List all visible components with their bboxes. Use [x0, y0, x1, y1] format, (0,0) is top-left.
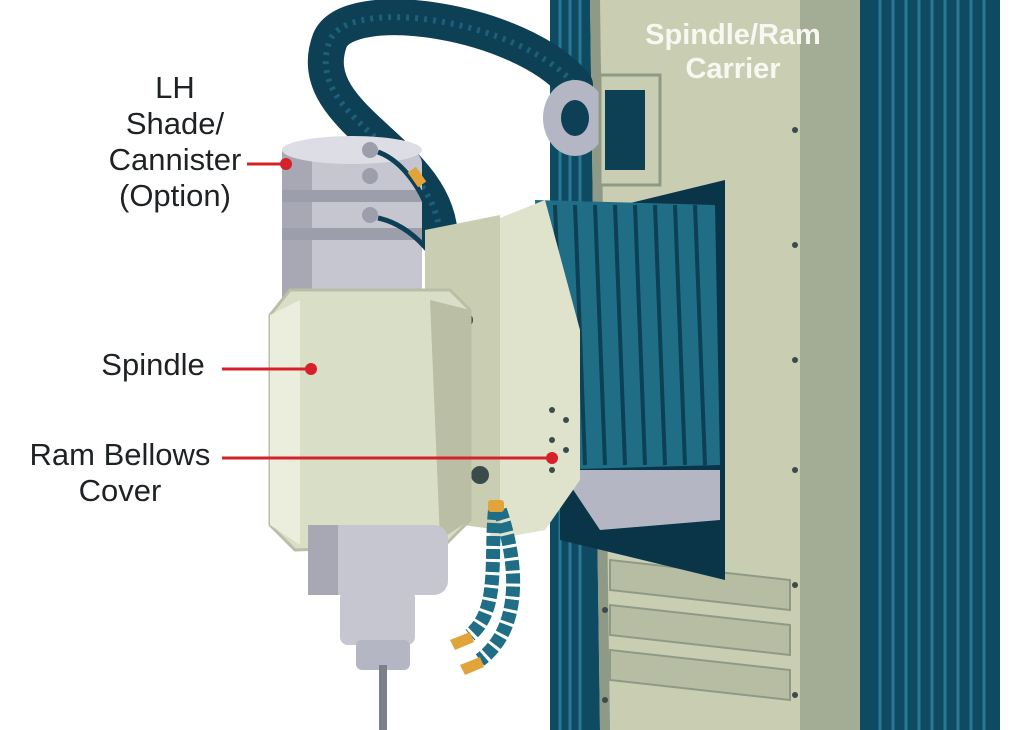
label-ram-bellows-cover: Ram Bellows Cover — [29, 437, 211, 508]
ram-bellows — [535, 200, 720, 530]
cannister — [282, 136, 458, 301]
label-spindle: Spindle — [101, 347, 205, 382]
label-spindle-ram-carrier: Spindle/Ram Carrier — [645, 19, 821, 85]
leader-lines — [222, 158, 558, 464]
spindle-body — [268, 288, 472, 552]
label-lh-shade-cannister: LH Shade/ Cannister (Option) — [108, 70, 242, 213]
dot-cannister — [280, 158, 292, 170]
spindle-nose — [308, 525, 448, 730]
coolant-nozzles — [450, 500, 521, 675]
dot-ram-bellows — [546, 452, 558, 464]
dot-spindle — [305, 363, 317, 375]
